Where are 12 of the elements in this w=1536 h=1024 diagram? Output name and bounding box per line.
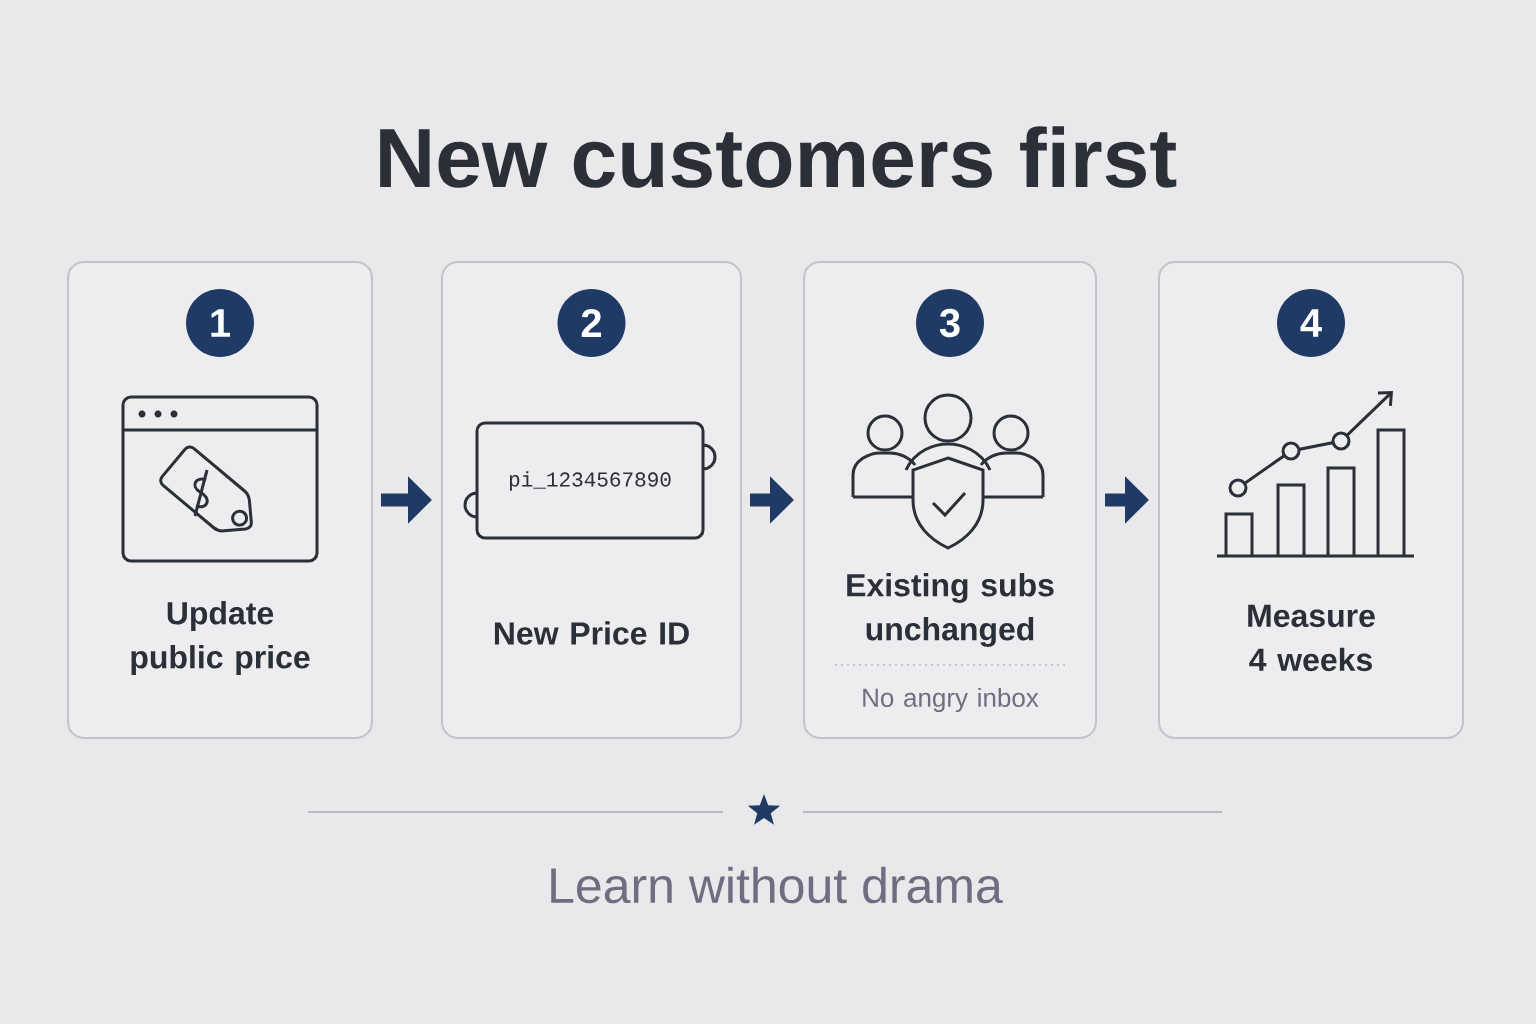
number-badge: 2 <box>557 289 626 357</box>
number-badge: 1 <box>186 289 254 357</box>
number-badge: 3 <box>916 289 984 357</box>
title: New customers first <box>380 126 1177 188</box>
step-label: Measure 4 weeks <box>1248 604 1375 672</box>
number-badge: 4 <box>1277 289 1345 357</box>
caption: Learn without drama <box>551 866 1003 904</box>
id-text: pi_1234567890 <box>509 471 671 491</box>
step-label: Existing subs unchanged <box>847 573 1054 647</box>
step-label: Update public price <box>131 601 310 675</box>
step-label: New Price ID <box>494 621 689 645</box>
note-text: No angry inbox <box>863 687 1039 713</box>
